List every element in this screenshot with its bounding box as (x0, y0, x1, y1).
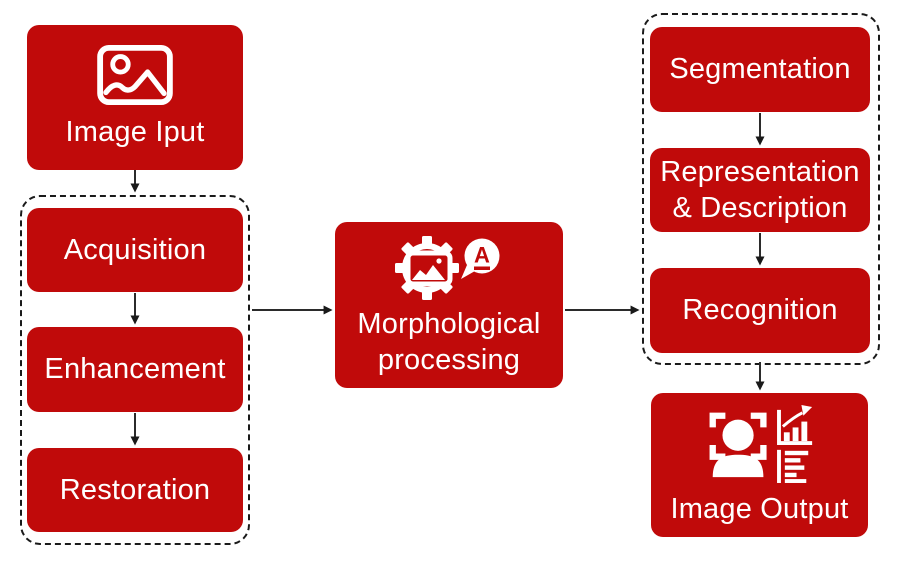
analysis-dashed-group (642, 13, 880, 365)
node-segmentation: Segmentation (650, 27, 870, 112)
face-scan-icon (709, 404, 813, 483)
node-label: Image Iput (65, 116, 205, 149)
bar-chart-arrow-icon (777, 404, 813, 445)
node-label: Acquisition (63, 233, 207, 266)
node-acquisition: Acquisition (27, 208, 243, 292)
node-label: Image Output (670, 492, 849, 525)
node-enhancement: Enhancement (27, 327, 243, 412)
preprocessing-dashed-group (20, 195, 250, 545)
node-restoration: Restoration (27, 448, 243, 532)
node-label: Restoration (59, 473, 211, 506)
picture-icon (97, 45, 173, 106)
node-label: Representation & Description (660, 155, 860, 224)
node-image-input: Image Iput (27, 25, 243, 170)
node-label: Recognition (682, 294, 838, 327)
node-representation-description: Representation & Description (650, 148, 870, 232)
node-image-output: Image Output (651, 393, 868, 537)
node-recognition: Recognition (650, 268, 870, 353)
svg-text:A: A (474, 242, 490, 267)
node-label: Segmentation (669, 53, 851, 86)
gear-image-icon: A (395, 235, 500, 300)
node-label: Enhancement (44, 353, 226, 386)
node-morphological-processing: A Morphological processing (335, 222, 563, 388)
node-label: Morphological processing (357, 307, 541, 376)
report-list-icon (777, 449, 809, 483)
letter-a-speech-bubble-icon: A (461, 238, 500, 279)
